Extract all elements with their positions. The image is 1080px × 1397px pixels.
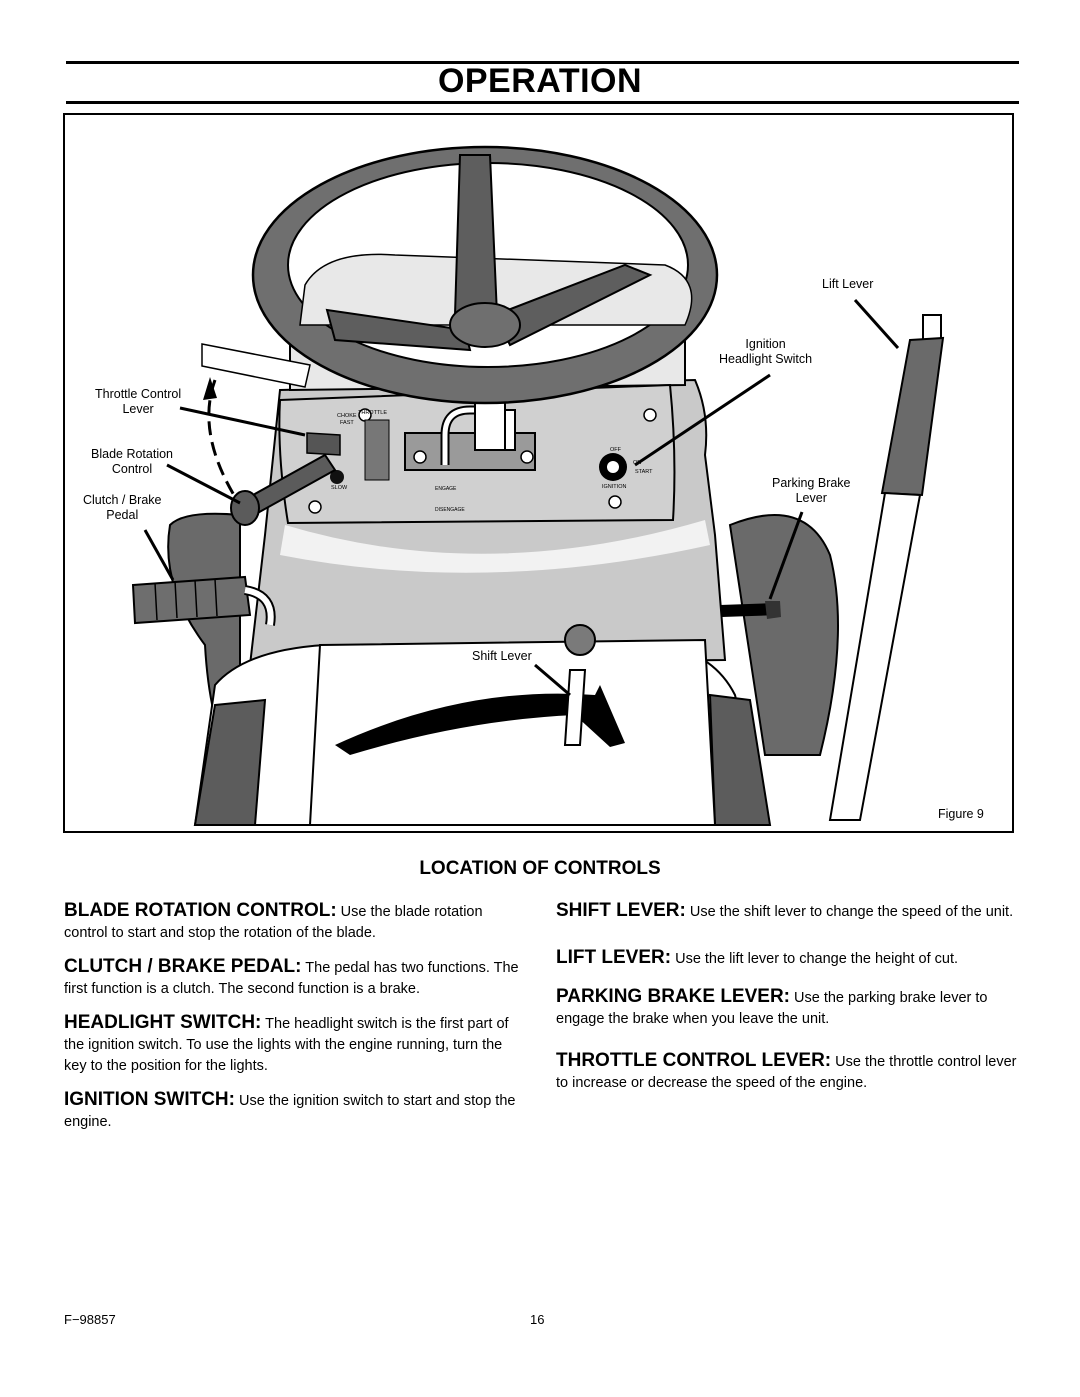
parking-brake-lever [720, 601, 781, 619]
doc-number: F−98857 [64, 1312, 116, 1327]
label-clutch-brake-pedal: Clutch / Brake Pedal [83, 493, 162, 522]
panel-off: OFF [610, 447, 622, 453]
label-blade-rotation-control: Blade Rotation Control [91, 447, 174, 476]
blade-rotation-lever [230, 453, 337, 526]
page-title: OPERATION [437, 62, 643, 100]
page-number: 16 [530, 1312, 545, 1327]
shift-lever [563, 624, 596, 746]
lift-lever [828, 314, 945, 821]
clutch-brake-pedal [131, 575, 276, 626]
panel-ignition: IGNITION [602, 484, 626, 490]
panel-throttle: THROTTLE [358, 410, 387, 416]
control-parking-brake-lever: PARKING BRAKE LEVER: Use the parking bra… [556, 986, 988, 1027]
control-throttle-control-lever: THROTTLE CONTROL LEVER: Use the throttle… [556, 1050, 1017, 1091]
steering-wheel [251, 145, 719, 405]
control-lift-lever: LIFT LEVER: Use the lift lever to change… [556, 947, 959, 968]
control-headlight-switch: HEADLIGHT SWITCH: The headlight switch i… [64, 1012, 509, 1074]
tractor-illustration: CHOKE FAST THROTTLE SLOW ENGAGE DISENGAG… [131, 145, 945, 826]
dash-panel: CHOKE FAST THROTTLE SLOW ENGAGE DISENGAG… [278, 383, 676, 525]
control-clutch-brake-pedal: CLUTCH / BRAKE PEDAL: The pedal has two … [64, 956, 519, 997]
title-rule-bottom [66, 101, 1019, 104]
controls-left-column: BLADE ROTATION CONTROL: Use the blade ro… [64, 900, 526, 1145]
control-shift-lever: SHIFT LEVER: Use the shift lever to chan… [556, 900, 1014, 921]
panel-start: START [635, 469, 653, 475]
label-lift-lever: Lift Lever [822, 277, 874, 291]
title-rule-top [66, 61, 1019, 64]
panel-engage: ENGAGE [435, 486, 457, 492]
label-parking-brake-lever: Parking Brake Lever [772, 476, 851, 505]
panel-fast: FAST [340, 420, 354, 426]
panel-disengage: DISENGAGE [435, 507, 465, 513]
control-ignition-switch: IGNITION SWITCH: Use the ignition switch… [64, 1089, 516, 1130]
leader-lines [143, 298, 900, 697]
panel-choke: CHOKE [337, 413, 357, 419]
figure-caption: Figure 9 [938, 807, 984, 821]
label-ignition-headlight-switch: Ignition Headlight Switch [719, 337, 813, 366]
control-blade-rotation: BLADE ROTATION CONTROL: Use the blade ro… [64, 900, 483, 941]
throttle-lever [201, 343, 341, 506]
controls-right-column: SHIFT LEVER: Use the shift lever to chan… [556, 900, 1018, 1106]
controls-figure: CHOKE FAST THROTTLE SLOW ENGAGE DISENGAG… [63, 113, 1014, 833]
label-shift-lever: Shift Lever [472, 649, 532, 663]
panel-slow: SLOW [331, 485, 348, 491]
label-throttle-control-lever: Throttle Control Lever [95, 387, 182, 416]
section-heading: LOCATION OF CONTROLS [419, 858, 661, 879]
